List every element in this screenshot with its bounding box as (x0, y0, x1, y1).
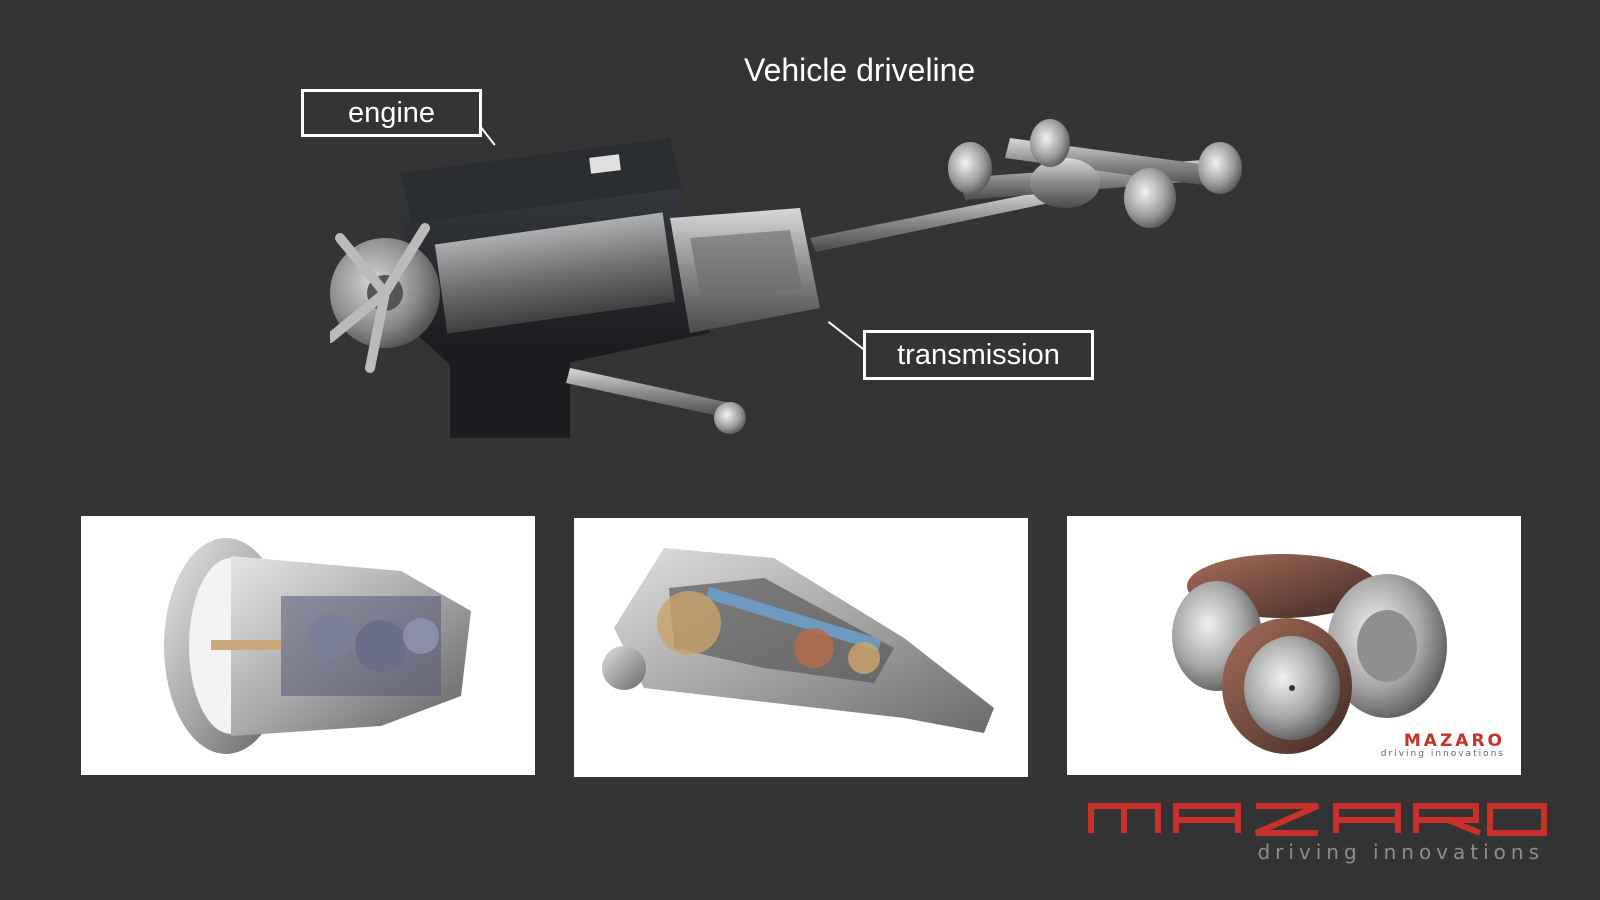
transmission-callout-label: transmission (897, 338, 1060, 371)
automatic-gearbox-icon (602, 548, 994, 733)
mini-brand-wordmark: MAZARO (1403, 731, 1505, 751)
manual-gearbox-photo (81, 516, 535, 775)
transmission-callout: transmission (863, 330, 1094, 380)
slide-title: Vehicle driveline (744, 52, 976, 88)
engine-callout: engine (301, 89, 482, 137)
driveline-illustration (330, 119, 1242, 438)
manual-gearbox-icon (164, 538, 471, 754)
engine-block-icon (330, 138, 710, 438)
drive-shaft-icon (566, 190, 1054, 434)
mazaro-cvt-icon (1172, 554, 1447, 754)
automatic-gearbox-photo (574, 518, 1028, 777)
brand-tagline: driving innovations (1257, 840, 1544, 864)
mini-brand-tagline: driving innovations (1380, 749, 1505, 759)
rear-axle-icon (948, 119, 1242, 228)
transmission-unit-icon (670, 208, 820, 333)
engine-callout-label: engine (347, 96, 436, 129)
mazaro-cvt-photo: MAZARO driving innovations (1067, 516, 1521, 775)
mazaro-logo (1088, 803, 1547, 836)
mini-brand-logo: MAZARO driving innovations (1381, 733, 1505, 759)
